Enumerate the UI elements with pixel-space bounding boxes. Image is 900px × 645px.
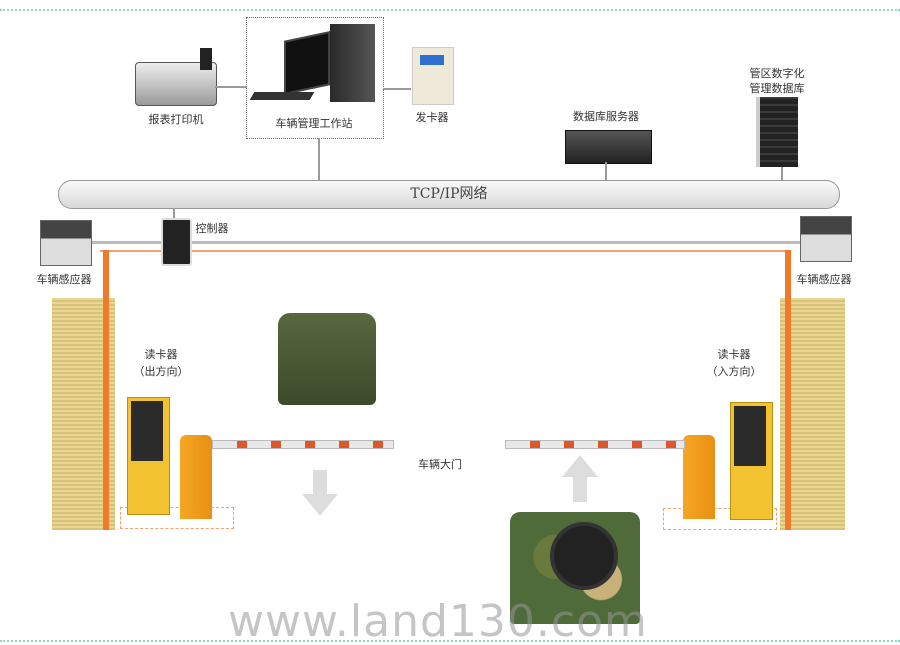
workstation-box bbox=[246, 17, 384, 139]
district-db-label-1: 管区数字化 bbox=[749, 67, 805, 80]
right-loop-area bbox=[663, 508, 777, 530]
left-sensor-cable bbox=[103, 250, 109, 530]
up-arrow-icon bbox=[562, 455, 598, 477]
printer-feeder bbox=[200, 48, 212, 70]
db-server-label: 数据库服务器 bbox=[573, 110, 639, 123]
reader-left-direction: （出方向） bbox=[133, 365, 189, 378]
printer-label: 报表打印机 bbox=[148, 113, 204, 126]
right-sensor-cable bbox=[785, 250, 791, 530]
gate-label: 车辆大门 bbox=[418, 458, 462, 471]
link-line bbox=[215, 86, 247, 88]
watermark: www.land130.com bbox=[228, 596, 648, 645]
reader-right-label: 读卡器 bbox=[717, 348, 751, 361]
workstation-label: 车辆管理工作站 bbox=[275, 117, 353, 130]
link-line bbox=[781, 167, 783, 180]
pc-tower-icon bbox=[330, 24, 375, 102]
reader-left-label: 读卡器 bbox=[144, 348, 178, 361]
left-loop-area bbox=[120, 507, 234, 529]
barrier-gate-right bbox=[683, 435, 715, 519]
exit-arrow-shaft bbox=[313, 470, 327, 496]
network-label: TCP/IP网络 bbox=[410, 186, 488, 202]
reader-right-direction: （入方向） bbox=[706, 365, 762, 378]
network-bus: TCP/IP网络 bbox=[58, 180, 840, 209]
control-bus bbox=[90, 241, 802, 244]
district-db-label-2: 管理数据库 bbox=[749, 82, 805, 95]
barrier-gate-left bbox=[180, 435, 212, 519]
controller-icon bbox=[161, 218, 192, 266]
link-line bbox=[173, 208, 175, 220]
controller-label: 控制器 bbox=[195, 222, 229, 235]
card-issuer-label: 发卡器 bbox=[415, 111, 449, 124]
barrier-arm-left bbox=[212, 440, 394, 449]
link-line bbox=[383, 88, 411, 90]
vehicle-entering-icon bbox=[510, 512, 640, 624]
card-reader-entry bbox=[730, 402, 773, 520]
sensor-right-label: 车辆感应器 bbox=[796, 273, 852, 286]
card-issuer-display bbox=[420, 55, 444, 65]
server-rack-icon bbox=[756, 97, 798, 167]
server-icon bbox=[565, 130, 652, 164]
keyboard-icon bbox=[249, 92, 315, 100]
vehicle-sensor-left-icon bbox=[40, 220, 92, 266]
link-line bbox=[318, 138, 320, 180]
barrier-arm-right bbox=[505, 440, 685, 449]
spare-tire-icon bbox=[550, 522, 618, 590]
top-border bbox=[0, 9, 900, 11]
bottom-border bbox=[0, 640, 900, 642]
sensor-left-label: 车辆感应器 bbox=[36, 273, 92, 286]
vehicle-sensor-right-icon bbox=[800, 216, 852, 262]
vehicle-exiting-icon bbox=[278, 313, 376, 405]
card-issuer-icon bbox=[412, 47, 454, 105]
link-line bbox=[605, 162, 607, 180]
card-reader-exit bbox=[127, 397, 170, 515]
down-arrow-icon bbox=[302, 494, 338, 516]
entry-arrow-shaft bbox=[573, 476, 587, 502]
sensor-cable bbox=[100, 250, 790, 252]
monitor-icon bbox=[284, 31, 330, 95]
